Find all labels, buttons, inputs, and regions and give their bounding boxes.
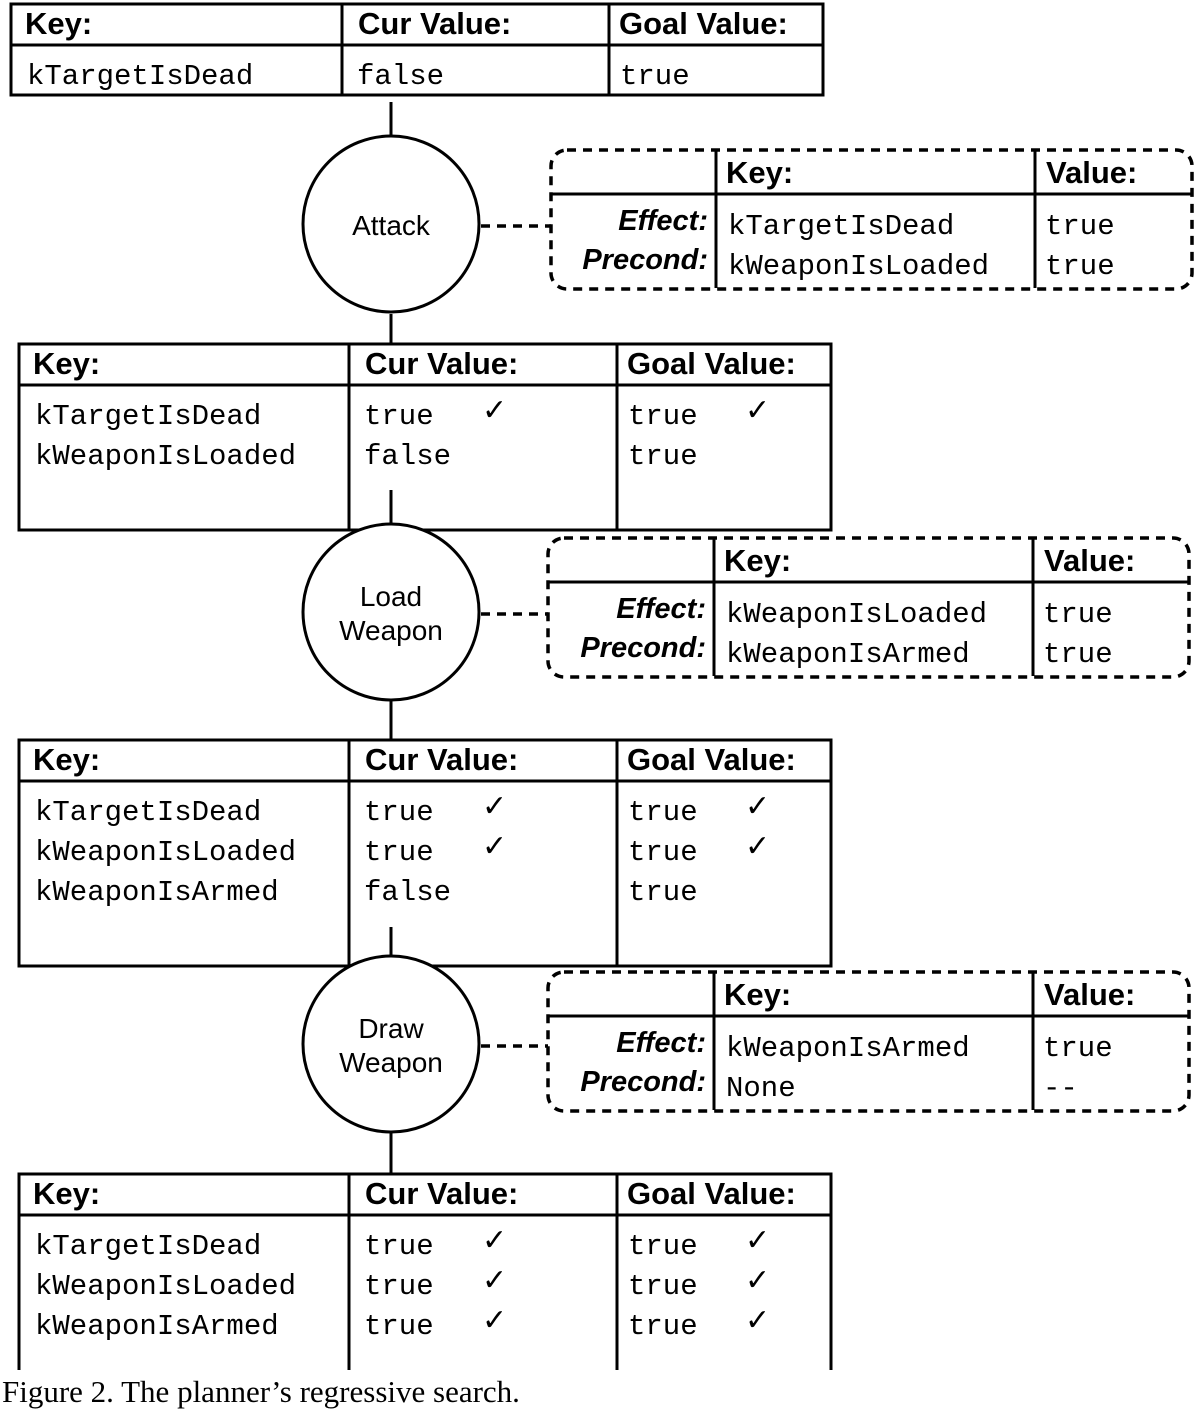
- action-name: Load: [360, 581, 422, 612]
- key-header: Key:: [33, 742, 100, 777]
- action-node: [301, 954, 481, 1134]
- cur-value: true: [364, 1270, 434, 1303]
- action-box-border: [546, 970, 1191, 1113]
- goal-value-header: Goal Value:: [627, 742, 796, 777]
- action-node: [301, 522, 481, 702]
- cur-value: true: [364, 1230, 434, 1263]
- goal-value-header: Goal Value:: [619, 6, 788, 41]
- cur-value-header: Cur Value:: [365, 346, 518, 381]
- cur-value-header: Cur Value:: [365, 742, 518, 777]
- regressive-search-diagram: Key: Cur Value: Goal Value: kTargetIsDead fa…: [9, 2, 1194, 1370]
- cur-value: false: [364, 440, 451, 473]
- action-key-header: Key:: [726, 155, 793, 190]
- action-name: Attack: [352, 210, 431, 241]
- precond-value: true: [1043, 638, 1113, 671]
- goal-check-mark: ✓: [745, 789, 770, 824]
- effect-label: Effect:: [616, 593, 706, 625]
- state-table-border: [9, 2, 825, 97]
- goal-check-mark: ✓: [745, 829, 770, 864]
- action-node: [301, 134, 481, 314]
- action-key-header: Key:: [724, 977, 791, 1012]
- state-key: kWeaponIsArmed: [35, 876, 279, 909]
- effect-label: Effect:: [616, 1027, 706, 1059]
- effect-key: kTargetIsDead: [728, 210, 954, 243]
- goal-check-mark: ✓: [745, 1223, 770, 1258]
- action-key-header: Key:: [724, 543, 791, 578]
- state-key: kTargetIsDead: [27, 60, 253, 93]
- action-value-header: Value:: [1044, 543, 1135, 578]
- goal-value: true: [628, 876, 698, 909]
- cur-check-mark: ✓: [482, 1223, 507, 1258]
- cur-value: false: [357, 60, 444, 93]
- key-header: Key:: [33, 346, 100, 381]
- effect-value: true: [1045, 210, 1115, 243]
- state-key: kTargetIsDead: [35, 796, 261, 829]
- precond-value: true: [1045, 250, 1115, 283]
- goal-value-header: Goal Value:: [627, 346, 796, 381]
- key-header: Key:: [25, 6, 92, 41]
- effect-label: Effect:: [618, 205, 708, 237]
- cur-check-mark: ✓: [482, 829, 507, 864]
- state-key: kWeaponIsLoaded: [35, 836, 296, 869]
- action-name: Weapon: [339, 1047, 443, 1078]
- cur-value: true: [364, 1310, 434, 1343]
- goal-value: true: [628, 836, 698, 869]
- goal-value: true: [620, 60, 690, 93]
- effect-value: true: [1043, 598, 1113, 631]
- cur-value: true: [364, 836, 434, 869]
- goal-value: true: [628, 400, 698, 433]
- state-key: kTargetIsDead: [35, 1230, 261, 1263]
- precond-key: kWeaponIsLoaded: [728, 250, 989, 283]
- precond-value: --: [1043, 1072, 1078, 1105]
- key-header: Key:: [33, 1176, 100, 1211]
- action-value-header: Value:: [1044, 977, 1135, 1012]
- cur-check-mark: ✓: [482, 393, 507, 428]
- figure-caption: Figure 2. The planner’s regressive searc…: [2, 1374, 520, 1409]
- goal-value: true: [628, 796, 698, 829]
- state-key: kWeaponIsLoaded: [35, 440, 296, 473]
- goal-check-mark: ✓: [745, 393, 770, 428]
- precond-label: Precond:: [582, 244, 708, 276]
- goal-value-header: Goal Value:: [627, 1176, 796, 1211]
- state-key: kWeaponIsLoaded: [35, 1270, 296, 1303]
- goal-value: true: [628, 1270, 698, 1303]
- cur-check-mark: ✓: [482, 789, 507, 824]
- action-box-border: [546, 536, 1191, 679]
- cur-check-mark: ✓: [482, 1263, 507, 1298]
- goal-value: true: [628, 1230, 698, 1263]
- cur-value: false: [364, 876, 451, 909]
- state-key: kTargetIsDead: [35, 400, 261, 433]
- effect-key: kWeaponIsLoaded: [726, 598, 987, 631]
- effect-key: kWeaponIsArmed: [726, 1032, 970, 1065]
- action-name: Draw: [358, 1013, 424, 1044]
- action-value-header: Value:: [1046, 155, 1137, 190]
- goal-value: true: [628, 440, 698, 473]
- cur-value-header: Cur Value:: [358, 6, 511, 41]
- precond-label: Precond:: [580, 632, 706, 664]
- precond-label: Precond:: [580, 1066, 706, 1098]
- action-box-border: [549, 148, 1194, 291]
- cur-check-mark: ✓: [482, 1303, 507, 1338]
- action-name: Weapon: [339, 615, 443, 646]
- cur-value-header: Cur Value:: [365, 1176, 518, 1211]
- precond-key: kWeaponIsArmed: [726, 638, 970, 671]
- goal-check-mark: ✓: [745, 1303, 770, 1338]
- state-table-border: [17, 1172, 833, 1370]
- state-key: kWeaponIsArmed: [35, 1310, 279, 1343]
- cur-value: true: [364, 400, 434, 433]
- effect-value: true: [1043, 1032, 1113, 1065]
- goal-value: true: [628, 1310, 698, 1343]
- precond-key: None: [726, 1072, 796, 1105]
- goal-check-mark: ✓: [745, 1263, 770, 1298]
- cur-value: true: [364, 796, 434, 829]
